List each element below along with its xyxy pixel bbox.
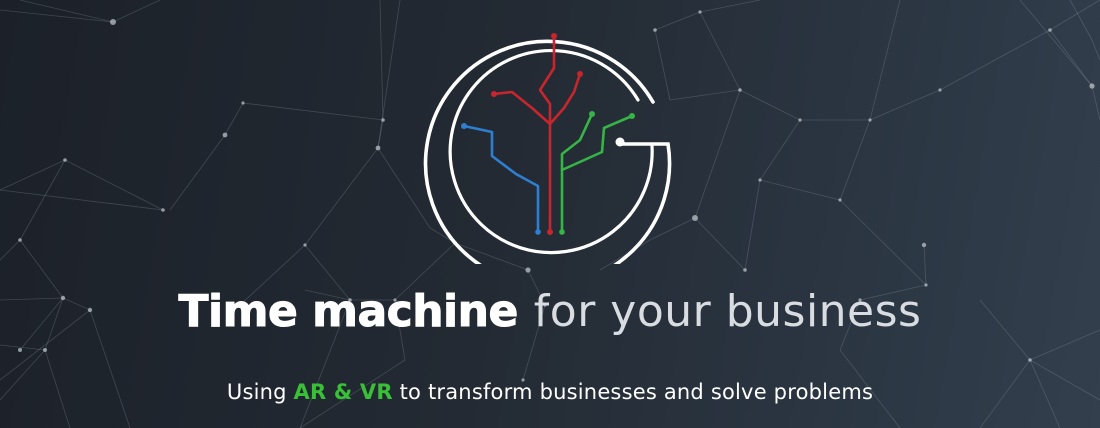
headline-bold-text: Time machine	[178, 286, 519, 337]
tagline-suffix: to transform businesses and solve proble…	[392, 380, 874, 404]
tagline-accent: AR & VR	[293, 380, 393, 404]
headline: Time machine for your business	[0, 289, 1100, 334]
tagline: Using AR & VR to transform businesses an…	[0, 380, 1100, 404]
headline-light-text: for your business	[533, 286, 922, 337]
tagline-prefix: Using	[226, 380, 294, 404]
g-circuit-tree-logo	[423, 33, 672, 264]
